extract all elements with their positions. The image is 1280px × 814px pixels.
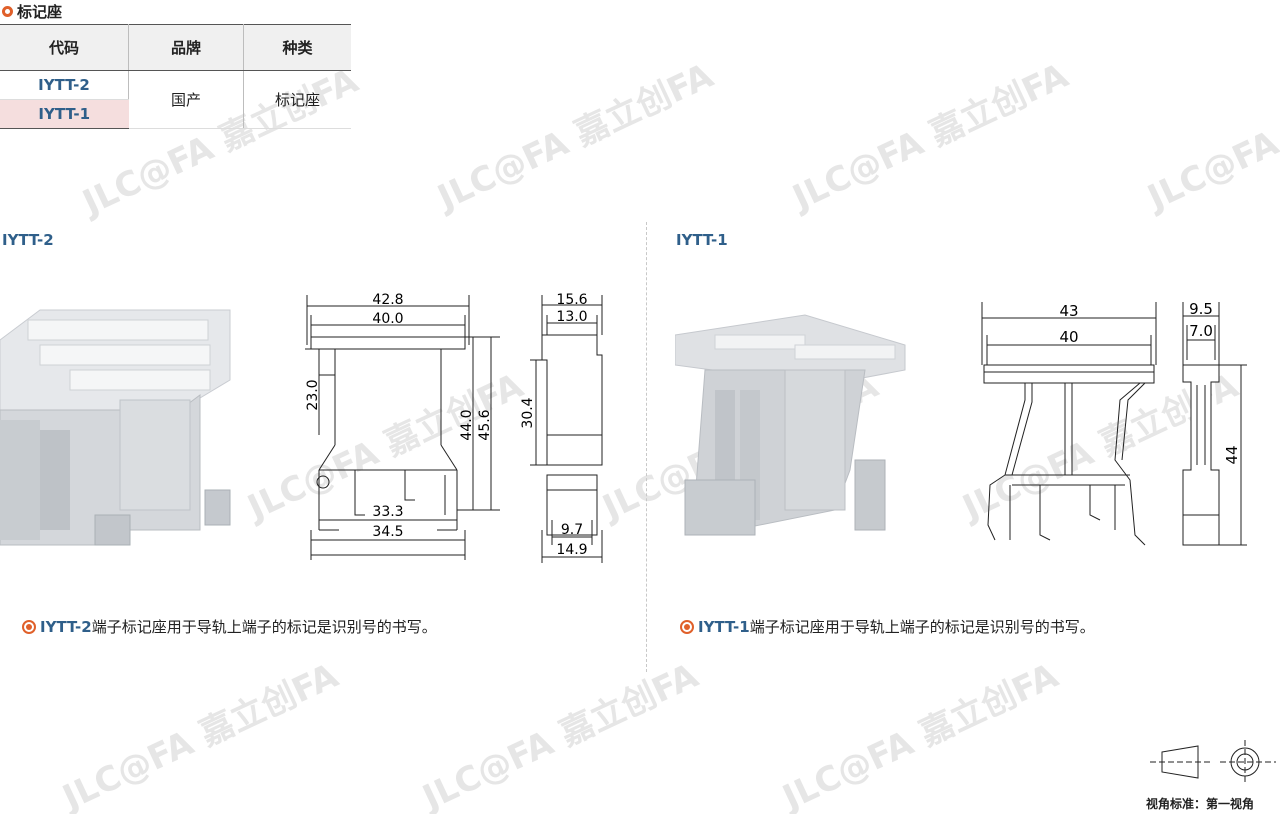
watermark-logo: JLC@FA 嘉立创FA xyxy=(785,56,1075,219)
section-divider xyxy=(646,222,647,672)
dim-text: 14.9 xyxy=(556,542,587,558)
dim-text: 30.4 xyxy=(520,397,536,428)
dim-text: 33.3 xyxy=(372,504,403,520)
bullet-icon xyxy=(680,619,694,634)
watermark-logo: JLC@FA 嘉立创FA xyxy=(775,656,1065,814)
dim-text: 40 xyxy=(1059,328,1078,346)
iytt2-front-drawing: 42.8 40.0 23.0 44.0 45.6 33.3 34.5 xyxy=(305,292,500,560)
projection-label: 视角标准：第一视角 xyxy=(1146,797,1255,811)
iytt1-side-drawing: 9.5 7.0 44 xyxy=(1182,300,1247,546)
watermark-logo: JLC@FA 嘉立创FA xyxy=(55,656,345,814)
watermark-logo: JLC@FA 嘉立创FA xyxy=(415,656,705,814)
watermark-logo: JLC@FA 嘉立创FA xyxy=(1140,56,1280,219)
dim-text: 9.5 xyxy=(1189,300,1213,318)
projection-symbol-icon xyxy=(1150,740,1276,784)
iytt1-description: IYTT-1端子标记座用于导轨上端子的标记是识别号的书写。 xyxy=(680,616,1095,637)
desc-text: 端子标记座用于导轨上端子的标记是识别号的书写。 xyxy=(749,618,1095,636)
watermark-logo: JLC@FA 嘉立创FA xyxy=(430,56,720,219)
dim-text: 42.8 xyxy=(372,292,403,308)
product-label-iytt1: IYTT-1 xyxy=(676,231,728,249)
dim-text: 45.6 xyxy=(477,409,493,440)
circle-icon xyxy=(2,5,13,17)
code-cell: IYTT-1 xyxy=(0,99,129,129)
kind-cell: 标记座 xyxy=(243,70,351,129)
table-row: IYTT-2 国产 标记座 xyxy=(0,70,351,129)
desc-code: IYTT-2 xyxy=(40,618,92,636)
desc-code: IYTT-1 xyxy=(698,618,750,636)
brand-cell: 国产 xyxy=(128,70,244,129)
table-row: IYTT-1 xyxy=(0,99,351,129)
section-title: 标记座 xyxy=(2,1,62,21)
iytt1-photo xyxy=(675,314,906,536)
dim-text: 15.6 xyxy=(556,292,587,308)
dim-text: 23.0 xyxy=(305,379,321,410)
dim-text: 40.0 xyxy=(372,311,403,327)
iytt2-side-drawing: 15.6 13.0 30.4 9.7 14.9 xyxy=(520,292,603,563)
iytt1-front-drawing: 43 40 xyxy=(981,302,1157,546)
spec-table: 代码 品牌 种类 IYTT-2 国产 标记座 IYTT-1 xyxy=(0,24,351,129)
section-title-text: 标记座 xyxy=(17,2,63,21)
dim-text: 44 xyxy=(1223,445,1241,464)
desc-text: 端子标记座用于导轨上端子的标记是识别号的书写。 xyxy=(91,618,437,636)
dim-text: 13.0 xyxy=(556,309,587,325)
header-brand: 品牌 xyxy=(128,24,244,71)
code-cell: IYTT-2 xyxy=(0,70,129,100)
header-kind: 种类 xyxy=(243,24,351,71)
dim-text: 43 xyxy=(1059,302,1078,320)
bullet-icon xyxy=(22,619,36,634)
product-label-iytt2: IYTT-2 xyxy=(2,231,54,249)
iytt2-photo xyxy=(0,309,231,546)
dim-text: 34.5 xyxy=(372,524,403,540)
header-code: 代码 xyxy=(0,24,129,71)
dim-text: 7.0 xyxy=(1189,322,1213,340)
dim-text: 44.0 xyxy=(459,409,475,440)
iytt2-description: IYTT-2端子标记座用于导轨上端子的标记是识别号的书写。 xyxy=(22,616,437,637)
dim-text: 9.7 xyxy=(561,522,583,538)
